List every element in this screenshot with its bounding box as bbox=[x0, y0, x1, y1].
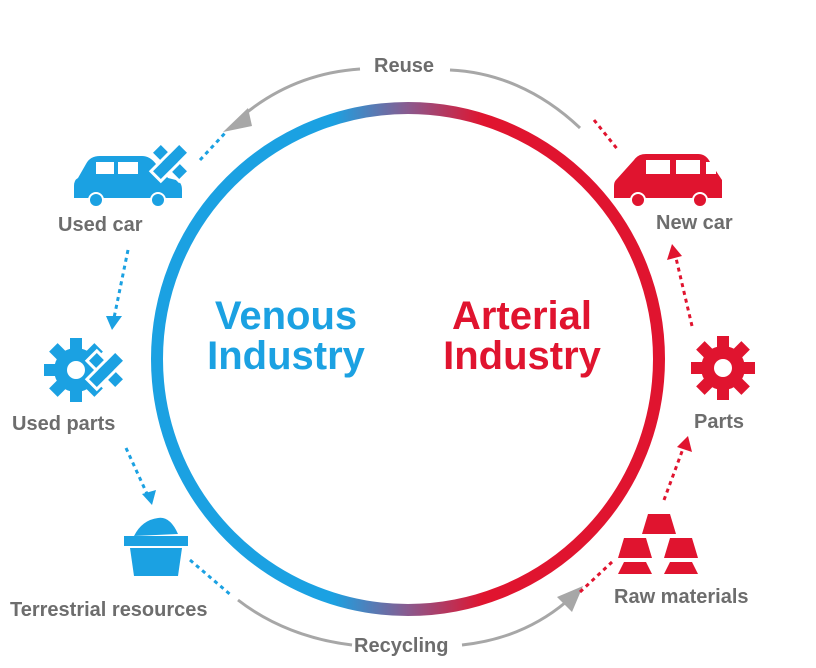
used-car-label: Used car bbox=[58, 214, 143, 236]
reuse-label: Reuse bbox=[374, 55, 435, 77]
arterial-line2: Industry bbox=[443, 334, 601, 378]
recycling-arc-left bbox=[237, 598, 353, 647]
industry-ring bbox=[151, 102, 665, 616]
recycling-arrowhead bbox=[557, 586, 583, 612]
recycling-arc-right bbox=[461, 600, 567, 647]
terrestrial-resources-label: Terrestrial resources bbox=[10, 599, 208, 621]
reuse-arc-left bbox=[239, 67, 361, 120]
arrowhead-new-car bbox=[667, 244, 682, 260]
arrowhead-used-parts bbox=[106, 316, 122, 330]
new-car-label: New car bbox=[656, 212, 733, 234]
arrowhead-parts bbox=[677, 436, 692, 452]
venous-line2: Industry bbox=[207, 334, 365, 378]
arterial-dotted-arrows bbox=[578, 119, 694, 594]
ingots-icon bbox=[618, 514, 698, 574]
car-icon bbox=[614, 154, 722, 208]
basket-icon bbox=[124, 517, 188, 576]
ingot-bar bbox=[664, 562, 698, 574]
gear-icon bbox=[691, 336, 755, 400]
venous-industry-title: Venous Industry bbox=[188, 296, 384, 376]
used-parts-label: Used parts bbox=[12, 413, 116, 435]
parts-label: Parts bbox=[694, 411, 745, 433]
arterial-industry-title: Arterial Industry bbox=[424, 296, 620, 376]
arterial-line1: Arterial bbox=[451, 294, 593, 338]
venous-line1: Venous bbox=[214, 294, 358, 338]
venous-dotted-arrows bbox=[112, 130, 233, 598]
reuse-arc bbox=[449, 68, 582, 130]
raw-materials-label: Raw materials bbox=[614, 586, 749, 608]
gear-crossed-icon bbox=[44, 338, 128, 402]
reuse-arrowhead bbox=[223, 108, 252, 132]
ingot-bar bbox=[618, 562, 652, 574]
recycling-label: Recycling bbox=[354, 635, 449, 657]
arrowhead-terrestrial bbox=[142, 490, 156, 505]
car-crossed-icon bbox=[74, 140, 192, 208]
